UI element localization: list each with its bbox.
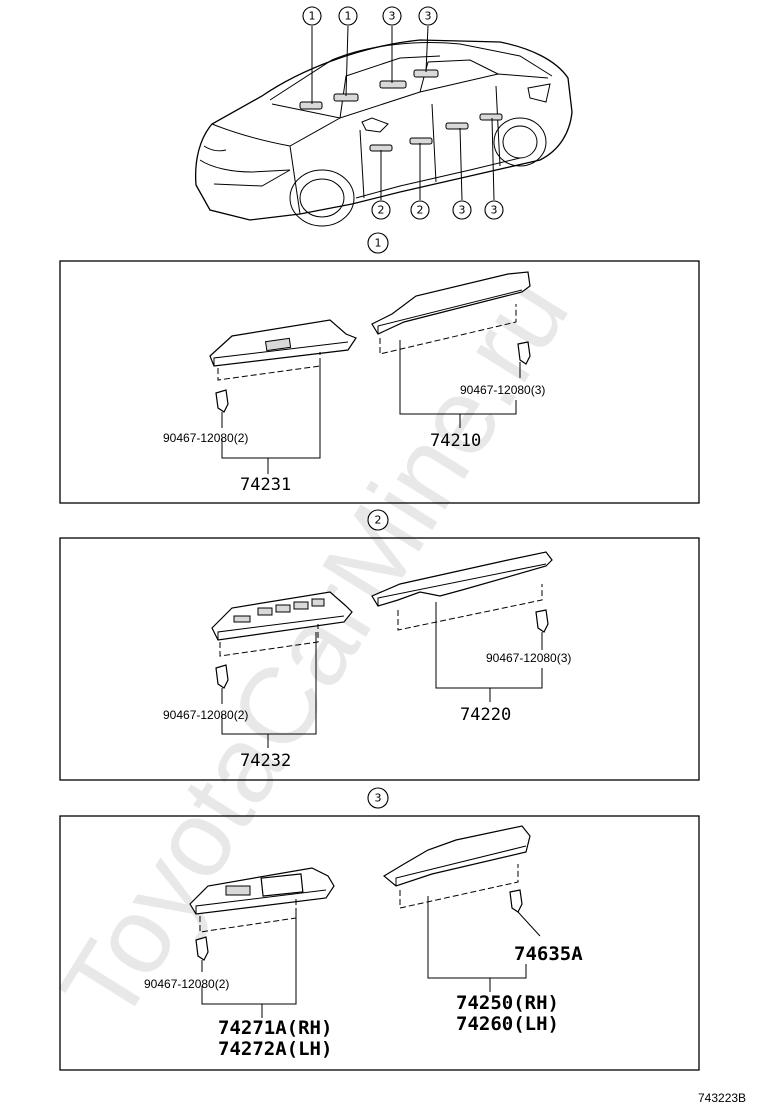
overview-leaders [311, 25, 495, 201]
overview-callout-2b: 2 [410, 200, 430, 220]
part-number-90467-12080-2: 90467-12080(2) [144, 977, 229, 991]
svg-text:3: 3 [425, 10, 432, 23]
car-illustration [194, 39, 573, 227]
overview-callout-3d: 3 [484, 200, 504, 220]
part-number-74272A-lh: 74272A(LH) [218, 1038, 332, 1060]
section-marker-3: 3 [367, 787, 389, 809]
overview-callout-3c: 3 [452, 200, 472, 220]
section-1-leaders [221, 340, 521, 474]
overview-callout-1a: 1 [302, 6, 322, 26]
switch-base-74231 [209, 319, 531, 413]
section-marker-1: 1 [367, 232, 389, 254]
section-marker-2: 2 [367, 509, 389, 531]
svg-text:3: 3 [389, 10, 396, 23]
svg-text:3: 3 [459, 204, 466, 217]
section-1-frame [59, 260, 700, 504]
switch-base-74220 [371, 551, 553, 633]
part-number-90467-12080-2: 90467-12080(2) [163, 708, 248, 722]
svg-text:1: 1 [345, 10, 352, 23]
svg-text:3: 3 [375, 792, 382, 805]
svg-text:3: 3 [491, 204, 498, 217]
section-2-leaders [221, 602, 543, 748]
part-number-74260-lh: 74260(LH) [456, 1013, 559, 1035]
section-2-frame [59, 537, 700, 781]
svg-text:2: 2 [375, 514, 382, 527]
part-number-74635A: 74635A [514, 943, 583, 965]
switch-base-74210 [371, 271, 531, 355]
overview-callout-3a: 3 [382, 6, 402, 26]
switch-base-74232 [211, 591, 353, 689]
overview-callout-1b: 1 [338, 6, 358, 26]
part-number-90467-12080-3: 90467-12080(3) [460, 383, 545, 397]
part-number-74250-rh: 74250(RH) [456, 992, 559, 1014]
svg-text:2: 2 [378, 204, 385, 217]
svg-text:2: 2 [417, 204, 424, 217]
section-3-frame [59, 815, 700, 1071]
part-number-74210: 74210 [430, 431, 481, 451]
diagram-code: 743223B [698, 1091, 746, 1105]
svg-text:1: 1 [375, 237, 382, 250]
svg-text:1: 1 [309, 10, 316, 23]
part-number-74220: 74220 [460, 705, 511, 725]
part-number-74231: 74231 [240, 475, 291, 495]
part-number-90467-12080-2: 90467-12080(2) [163, 431, 248, 445]
section-3-leaders [201, 896, 541, 1018]
part-number-90467-12080-3: 90467-12080(3) [486, 651, 571, 665]
switch-base-74271A [189, 867, 335, 961]
overview-callout-3b: 3 [418, 6, 438, 26]
part-number-74271A-rh: 74271A(RH) [218, 1017, 332, 1039]
overview-callout-2a: 2 [371, 200, 391, 220]
watermark: ToyotaCarMine.ru [37, 255, 591, 1042]
switch-base-74250 [382, 825, 531, 913]
part-number-74232: 74232 [240, 751, 291, 771]
